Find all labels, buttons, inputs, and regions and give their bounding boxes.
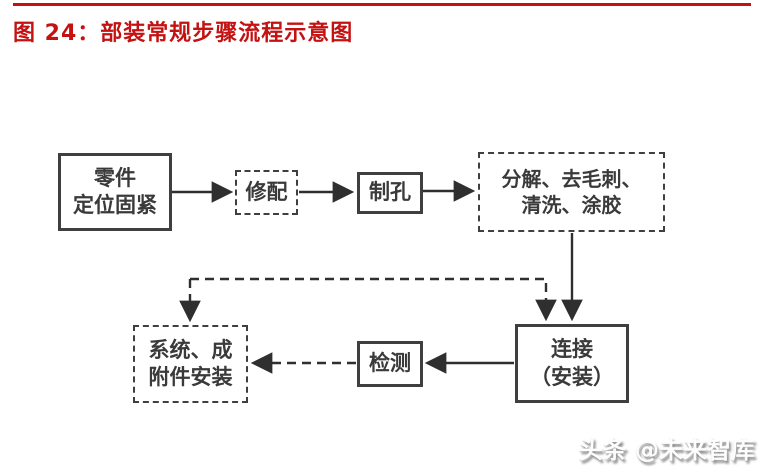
title-divider-line (13, 3, 751, 6)
flow-node-drilling: 制孔 (357, 172, 423, 214)
node-label-line: （安装） (530, 364, 614, 389)
flow-node-deburr-clean-glue: 分解、去毛刺、 清洗、涂胶 (478, 152, 665, 232)
edge-feedback-to-connect-dashed (190, 277, 557, 322)
node-label-line: 修配 (245, 179, 288, 204)
flow-node-fitting: 修配 (235, 170, 298, 215)
flow-node-system-accessory-install: 系统、成 附件安装 (133, 325, 248, 403)
node-label-line: 清洗、涂胶 (521, 193, 622, 217)
node-label-line: 分解、去毛刺、 (501, 167, 642, 191)
watermark-toutiao: 头条 @未来智库 (578, 436, 755, 464)
node-label-line: 系统、成 (148, 337, 233, 362)
figure-title: 图 24：部装常规步骤流程示意图 (13, 21, 354, 46)
flow-node-connect-install: 连接 （安装） (515, 324, 629, 403)
node-label-line: 定位固紧 (73, 193, 157, 217)
flow-node-parts-positioning: 零件 定位固紧 (58, 153, 172, 231)
node-label-line: 零件 (94, 165, 136, 190)
flow-node-inspect: 检测 (357, 341, 423, 387)
node-label-line: 制孔 (369, 180, 411, 205)
node-label-line: 连接 (551, 337, 593, 362)
node-label-line: 检测 (369, 351, 411, 376)
node-label-line: 附件安装 (148, 365, 233, 389)
